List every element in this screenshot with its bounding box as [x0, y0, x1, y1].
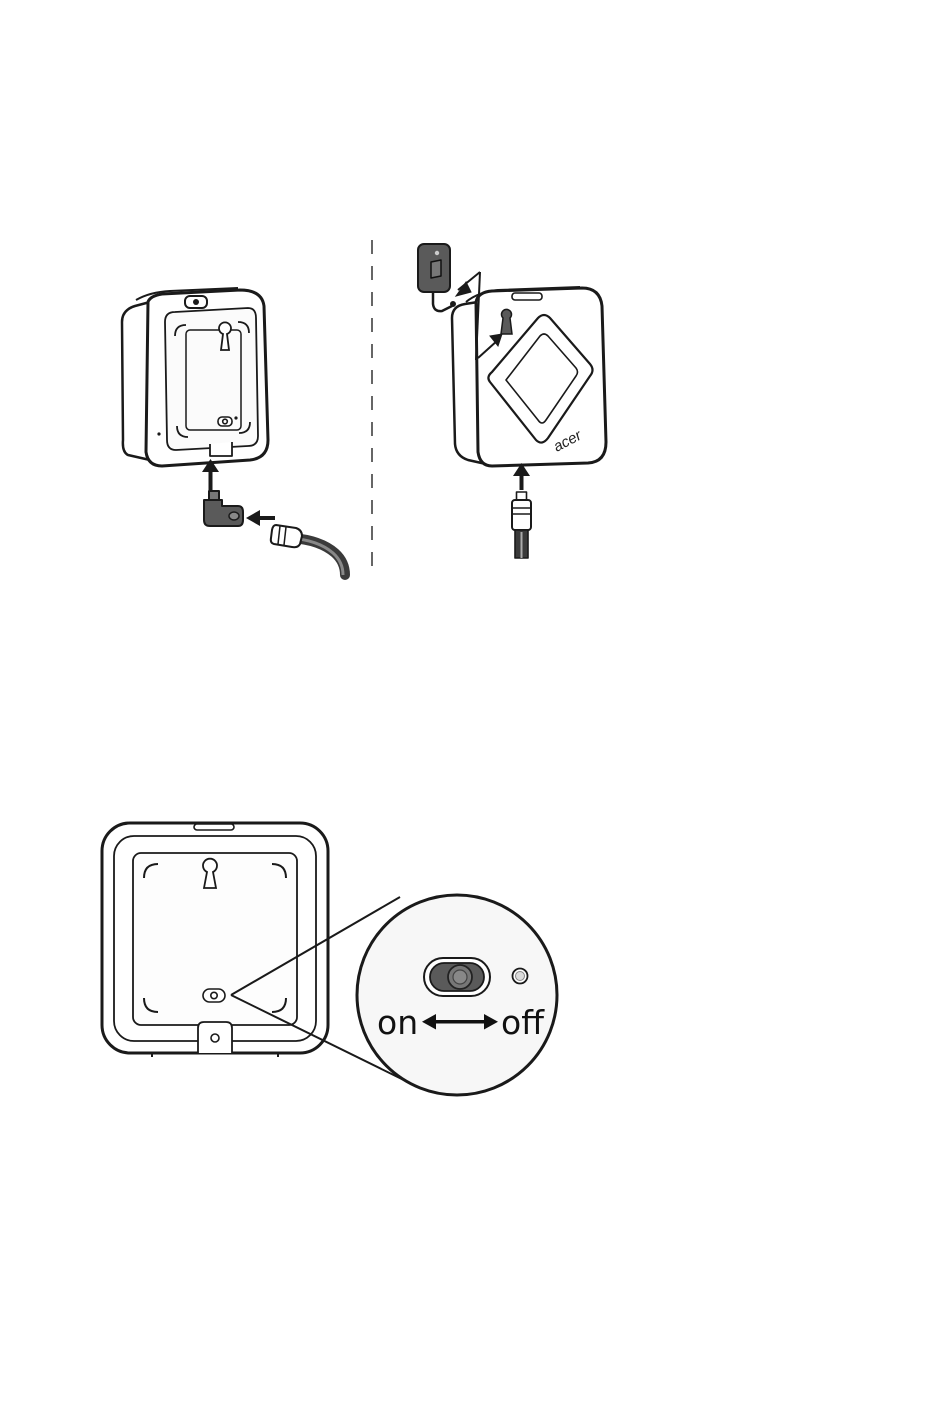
wall-hook [418, 244, 456, 311]
power-switch-icon [218, 417, 232, 426]
switch-on-label: on [377, 1003, 418, 1042]
power-connection-figure: acer [0, 0, 950, 620]
power-switch-figure: on off [0, 800, 950, 1120]
right-angle-adapter [204, 491, 243, 526]
arrow-left-icon [246, 510, 275, 526]
device-back-left [122, 288, 268, 466]
arrow-up-icon [513, 463, 530, 490]
switch-off-label: off [501, 1003, 545, 1042]
switch-closeup [357, 895, 557, 1095]
usb-c-cable-left [271, 525, 345, 575]
usb-c-cable-right [512, 492, 531, 558]
device-back-view [102, 823, 328, 1057]
keyhole-icon [501, 309, 512, 334]
power-switch-icon [203, 989, 225, 1002]
